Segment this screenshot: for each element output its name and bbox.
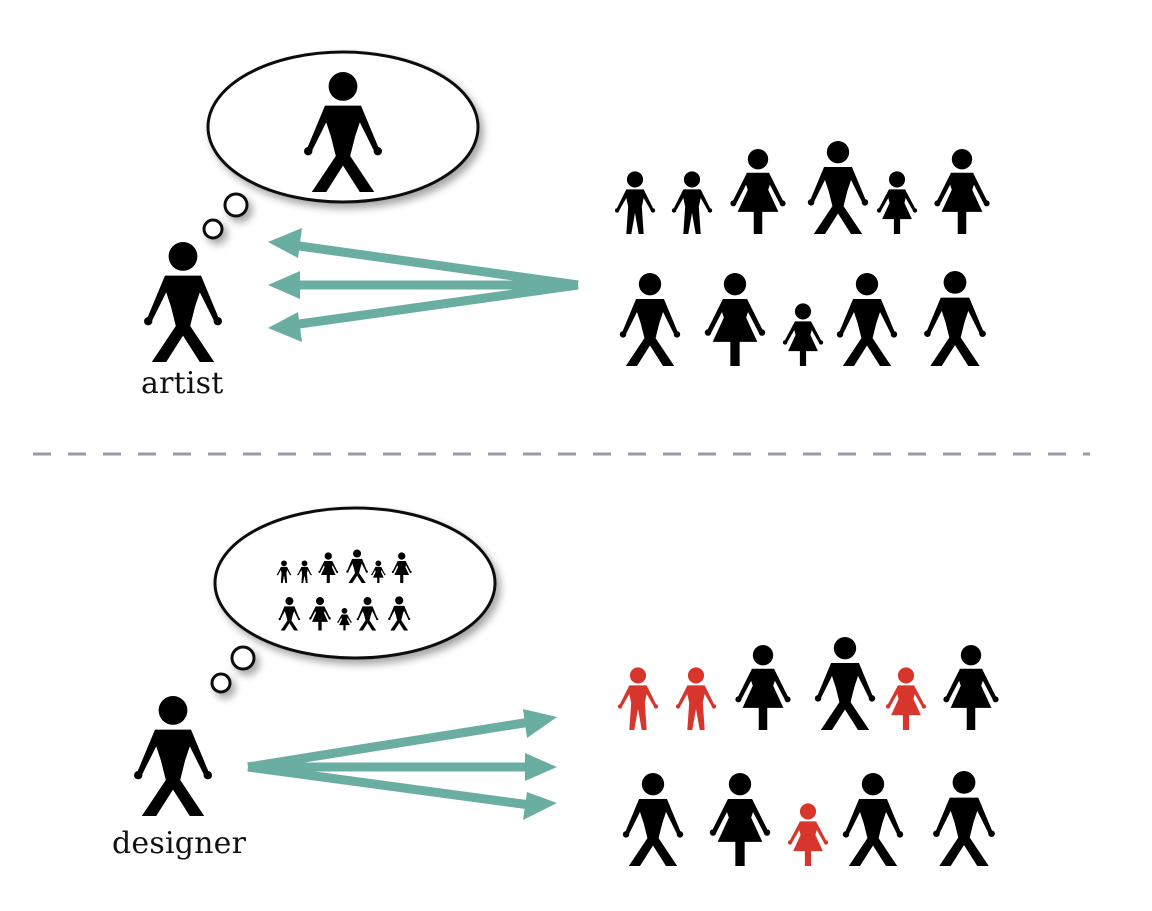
person-man-icon (619, 273, 681, 366)
person-woman-icon (704, 273, 766, 366)
person-man-icon (814, 637, 876, 730)
person-girl-icon (885, 667, 927, 730)
person-woman-icon (934, 149, 990, 234)
artist-label: artist (141, 366, 224, 401)
crowd-top (614, 141, 990, 366)
crowd-bottom (617, 637, 999, 866)
designer-label: designer (112, 826, 247, 861)
person-boy-icon (675, 667, 717, 730)
person-girl-icon (787, 803, 829, 866)
person-woman-icon (735, 645, 791, 730)
person-girl-icon (782, 303, 824, 366)
person-man-icon (836, 273, 898, 366)
person-boy-icon (671, 171, 713, 234)
person-girl-icon (876, 171, 918, 234)
inward-arrows (268, 228, 579, 342)
designer-figure-icon (134, 696, 212, 816)
person-boy-icon (617, 667, 659, 730)
person-man-icon (807, 141, 869, 234)
artist-figure-icon (144, 242, 222, 362)
person-woman-icon (943, 645, 999, 730)
person-man-icon (622, 773, 684, 866)
designer-thought-bubble (210, 506, 497, 694)
person-woman-icon (730, 149, 786, 234)
person-man-icon (842, 773, 904, 866)
outward-arrows (247, 709, 557, 820)
person-man-icon (933, 771, 995, 866)
person-man-icon (924, 271, 986, 366)
person-boy-icon (614, 171, 656, 234)
person-woman-icon (709, 773, 771, 866)
